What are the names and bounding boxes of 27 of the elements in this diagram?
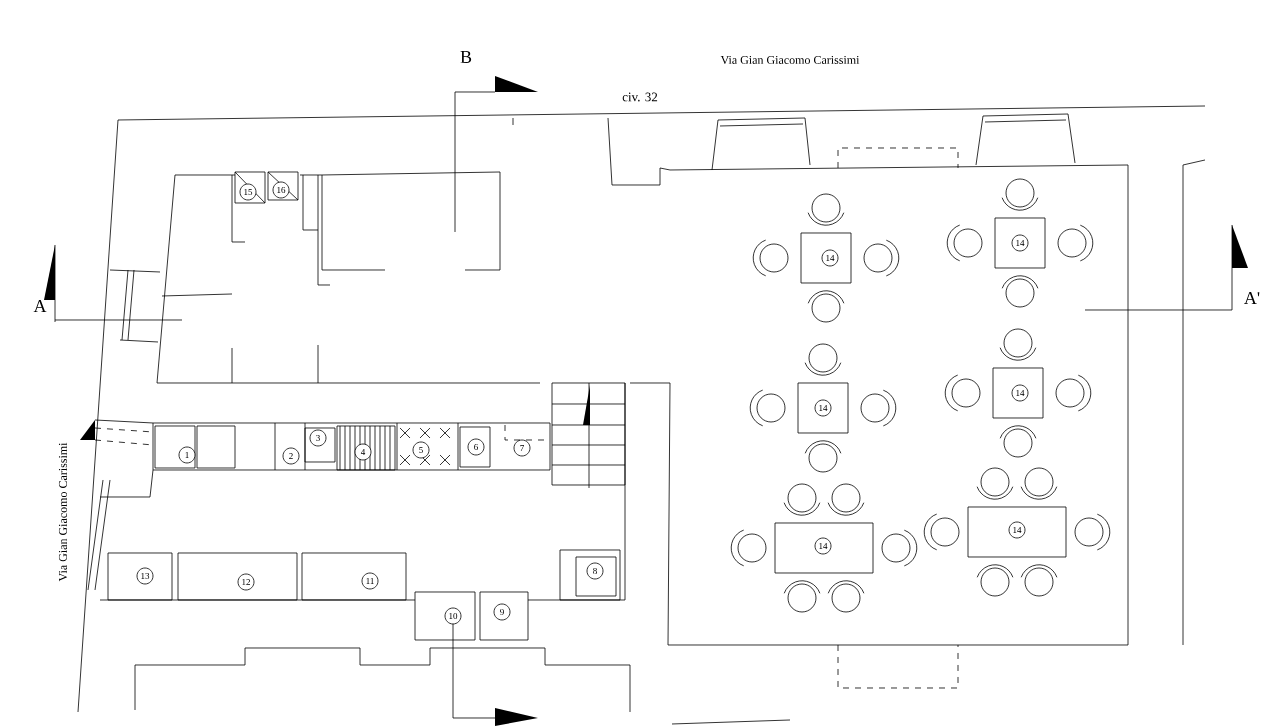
callout-number: 11 [361,572,379,590]
callout-number: 10 [444,607,462,625]
callout-number: 1 [178,446,196,464]
callout-number: 8 [586,562,604,580]
callout-number: 14 [1008,521,1026,539]
callout-number: 12 [237,573,255,591]
callout-number: 14 [814,399,832,417]
callout-number: 6 [467,438,485,456]
callout-number: 13 [136,567,154,585]
callout-number: 14 [1011,234,1029,252]
street-name: Via Gian Giacomo Carissimi [58,442,68,582]
house-number: civ. 32 [622,92,658,102]
callout-number: 4 [354,443,372,461]
callout-number: 7 [513,439,531,457]
callout-number: 14 [821,249,839,267]
callout-number: 15 [239,183,257,201]
callout-number: 14 [814,537,832,555]
section-letter: A [33,300,47,312]
callout-number: 2 [282,447,300,465]
callout-number: 16 [272,181,290,199]
callout-number: 5 [412,441,430,459]
callout-number: 14 [1011,384,1029,402]
street-name: Via Gian Giacomo Carissimi [720,55,860,65]
callout-number: 9 [493,603,511,621]
section-letter: B [460,51,472,63]
callout-number: 3 [309,429,327,447]
section-letter: A' [1244,292,1260,304]
